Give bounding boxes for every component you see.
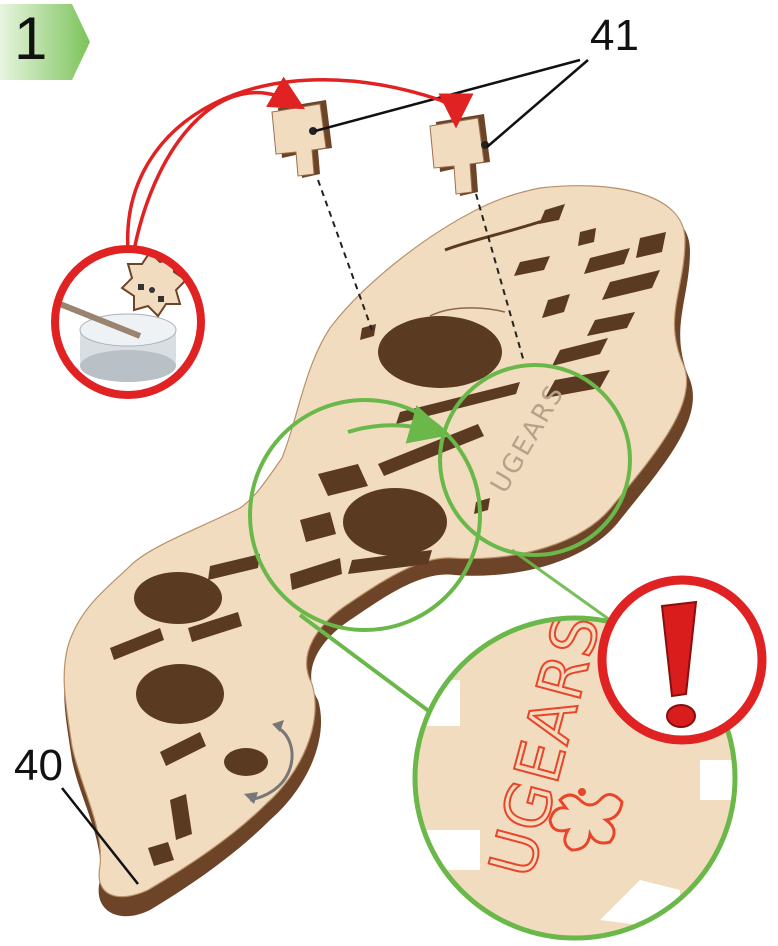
peg-part-41-left [272, 100, 332, 178]
callout-label-40: 40 [14, 744, 63, 788]
step-number: 1 [14, 4, 47, 74]
callout-label-41: 41 [590, 14, 639, 58]
warning-exclamation-icon [602, 580, 762, 740]
peg-part-41-right [430, 114, 490, 196]
glue-pot-icon [40, 249, 201, 395]
insert-guide-left [318, 180, 372, 330]
